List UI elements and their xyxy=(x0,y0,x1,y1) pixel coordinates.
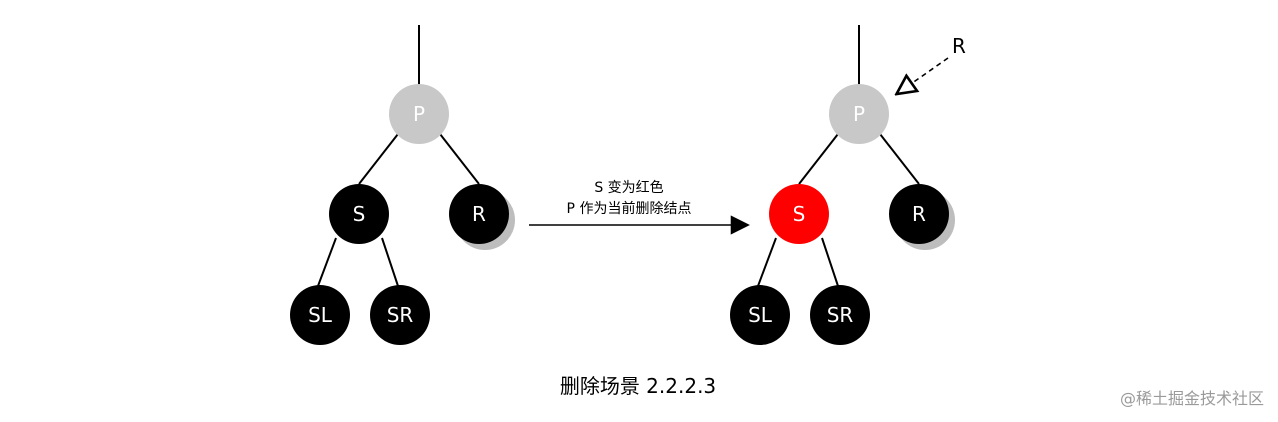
left-node-sl xyxy=(290,285,350,345)
right-edge-p-s xyxy=(798,133,839,185)
transition: S 变为红色 P 作为当前删除结点 xyxy=(529,179,750,235)
watermark: @稀土掘金技术社区 xyxy=(1120,389,1264,408)
left-edge-p-s xyxy=(358,133,399,185)
left-node-s xyxy=(329,184,389,244)
left-node-p xyxy=(389,84,449,144)
right-node-sl-label: SL xyxy=(748,303,773,327)
right-node-r-label: R xyxy=(912,202,926,226)
left-edge-s-sr xyxy=(381,237,399,287)
left-node-sr xyxy=(370,285,430,345)
right-edge-s-sl xyxy=(757,237,777,287)
right-edge-p-r xyxy=(879,133,920,185)
left-node-r-label: R xyxy=(472,202,486,226)
left-node-s-label: S xyxy=(353,202,366,226)
transition-line-2: P 作为当前删除结点 xyxy=(567,200,692,217)
left-node-p-label: P xyxy=(413,102,425,126)
left-node-sr-label: SR xyxy=(387,303,414,327)
left-node-r xyxy=(449,184,509,244)
left-edge-s-sl xyxy=(317,237,337,287)
transition-line-1: S 变为红色 xyxy=(594,179,663,196)
left-tree: P S R SL SR xyxy=(290,25,515,345)
right-node-s xyxy=(769,184,829,244)
left-edge-p-r xyxy=(439,133,480,185)
right-node-r xyxy=(889,184,949,244)
right-node-sr-label: SR xyxy=(827,303,854,327)
right-tree: P S R SL SR R xyxy=(730,25,966,345)
right-node-p-label: P xyxy=(853,102,865,126)
right-node-s-label: S xyxy=(793,202,806,226)
pointer-dashed-arrow xyxy=(898,57,949,93)
diagram-caption: 删除场景 2.2.2.3 xyxy=(560,374,716,398)
left-node-sl-label: SL xyxy=(308,303,333,327)
right-node-p xyxy=(829,84,889,144)
right-edge-s-sr xyxy=(821,237,839,287)
pointer-label: R xyxy=(952,34,966,58)
right-node-sl xyxy=(730,285,790,345)
right-node-sr xyxy=(810,285,870,345)
